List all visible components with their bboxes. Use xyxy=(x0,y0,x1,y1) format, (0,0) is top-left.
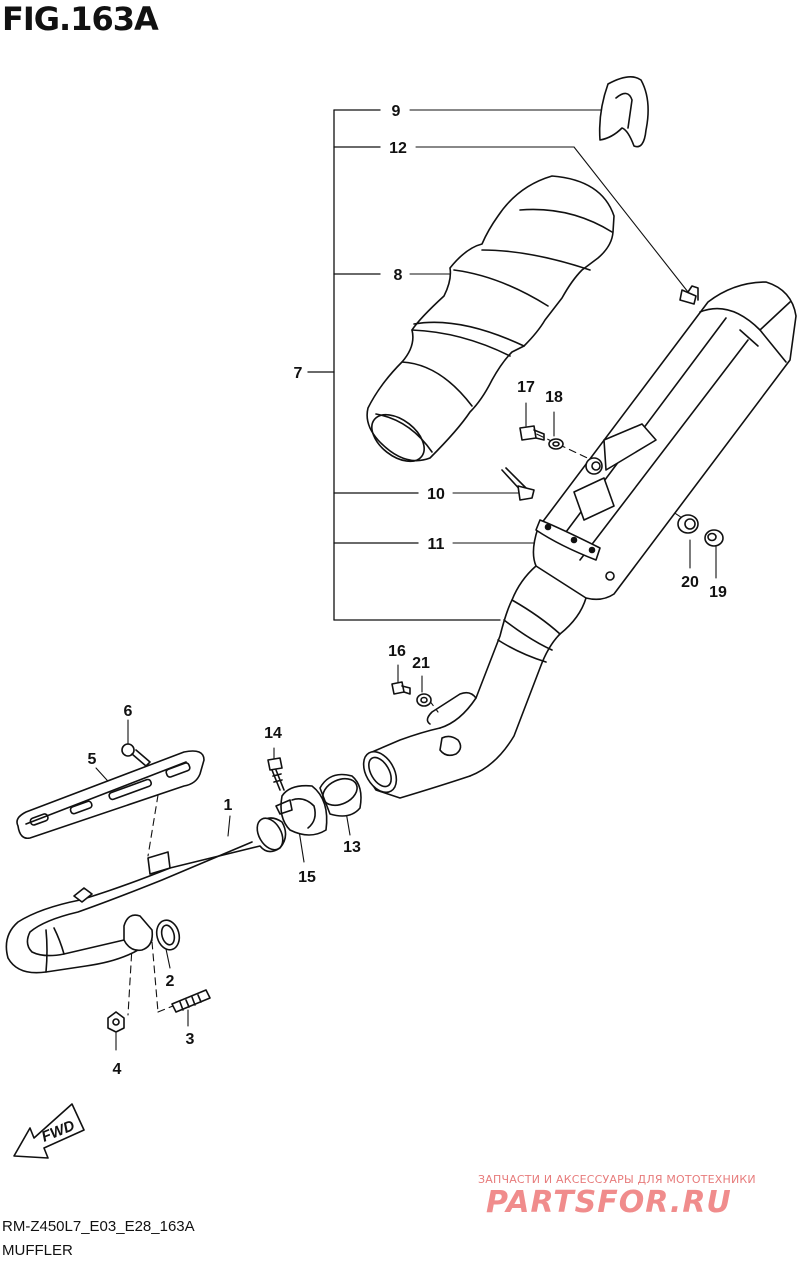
part-2-gasket xyxy=(155,919,181,951)
callout-labels: 1 2 3 4 5 6 7 8 9 10 11 12 13 14 15 16 1… xyxy=(88,103,727,1078)
watermark-tagline: ЗАПЧАСТИ И АКСЕССУАРЫ ДЛЯ МОТОТЕХНИКИ xyxy=(478,1173,756,1186)
part-17-bolt xyxy=(519,425,545,441)
callout-10: 10 xyxy=(427,486,445,503)
part-3-stud-bolt xyxy=(171,989,211,1013)
figure-title: FIG.163A xyxy=(2,0,159,38)
callout-1: 1 xyxy=(224,797,233,814)
part-19-collar xyxy=(704,529,724,547)
callout-6: 6 xyxy=(124,703,133,720)
part-6-bolt xyxy=(121,743,151,767)
watermark-logo: PARTSFOR.RU xyxy=(486,1185,732,1220)
part-21-washer xyxy=(416,693,432,707)
callout-7: 7 xyxy=(294,365,303,382)
callout-19: 19 xyxy=(709,584,727,601)
part-14-bolt xyxy=(267,757,285,791)
callout-12: 12 xyxy=(389,140,407,157)
callout-13: 13 xyxy=(343,839,361,856)
callout-15: 15 xyxy=(298,869,316,886)
part-5-heat-protector xyxy=(16,750,205,840)
callout-16: 16 xyxy=(388,643,406,660)
callout-21: 21 xyxy=(412,655,430,672)
part-10-rivet xyxy=(501,467,535,501)
part-15-clamp xyxy=(275,784,328,836)
callout-14: 14 xyxy=(264,725,282,742)
part-12-screw xyxy=(679,285,699,305)
part-8-muffler-packing xyxy=(366,175,615,463)
assembly-bracket-7 xyxy=(307,109,501,621)
part-18-washer xyxy=(548,438,564,450)
part-16-bolt xyxy=(391,681,411,695)
part-20-damper xyxy=(677,514,699,534)
callout-20: 20 xyxy=(681,574,699,591)
part-7-muffler-body xyxy=(362,281,797,799)
figure-model-code: RM-Z450L7_E03_E28_163A xyxy=(2,1218,195,1235)
callout-5: 5 xyxy=(88,751,97,768)
callout-18: 18 xyxy=(545,389,563,406)
callout-11: 11 xyxy=(428,536,445,553)
callout-2: 2 xyxy=(166,973,175,990)
part-4-nut xyxy=(107,1011,125,1033)
callout-8: 8 xyxy=(394,267,403,284)
callout-17: 17 xyxy=(517,379,535,396)
callout-4: 4 xyxy=(113,1061,122,1078)
part-9-decal xyxy=(598,76,649,148)
fwd-arrow-icon: FWD xyxy=(13,1103,85,1159)
figure-name: MUFFLER xyxy=(2,1242,73,1259)
callout-9: 9 xyxy=(392,103,401,120)
part-1-exhaust-pipe xyxy=(5,817,287,974)
callout-3: 3 xyxy=(186,1031,195,1048)
